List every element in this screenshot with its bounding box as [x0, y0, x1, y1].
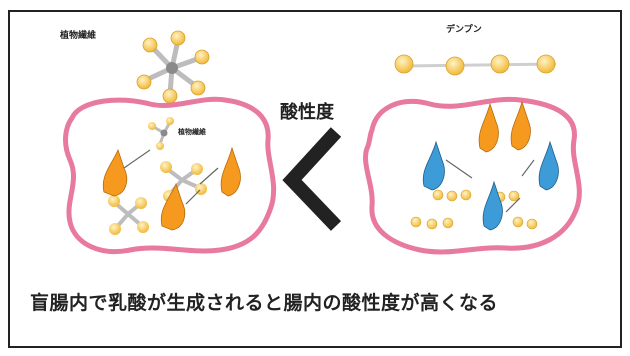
label-plant-fiber-inner: 植物繊維 — [178, 128, 206, 136]
bacteria-right-blue — [422, 140, 559, 231]
plant-fiber-inner — [148, 117, 174, 150]
starch-chain-top — [394, 54, 557, 76]
starch-pieces-inside — [410, 189, 538, 230]
intestine-left — [63, 96, 277, 254]
less-than-symbol — [282, 127, 342, 231]
intestine-right — [363, 96, 582, 255]
bacteria-right-orange — [478, 100, 531, 153]
caption: 盲腸内で乳酸が生成されると腸内の酸性度が高くなる — [30, 292, 499, 314]
plant-fiber-cluster-top — [136, 30, 210, 104]
label-plant-fiber-top: 植物繊維 — [60, 31, 97, 41]
label-starch: デンプン — [446, 25, 482, 35]
label-acidity: 酸性度 — [280, 102, 334, 123]
